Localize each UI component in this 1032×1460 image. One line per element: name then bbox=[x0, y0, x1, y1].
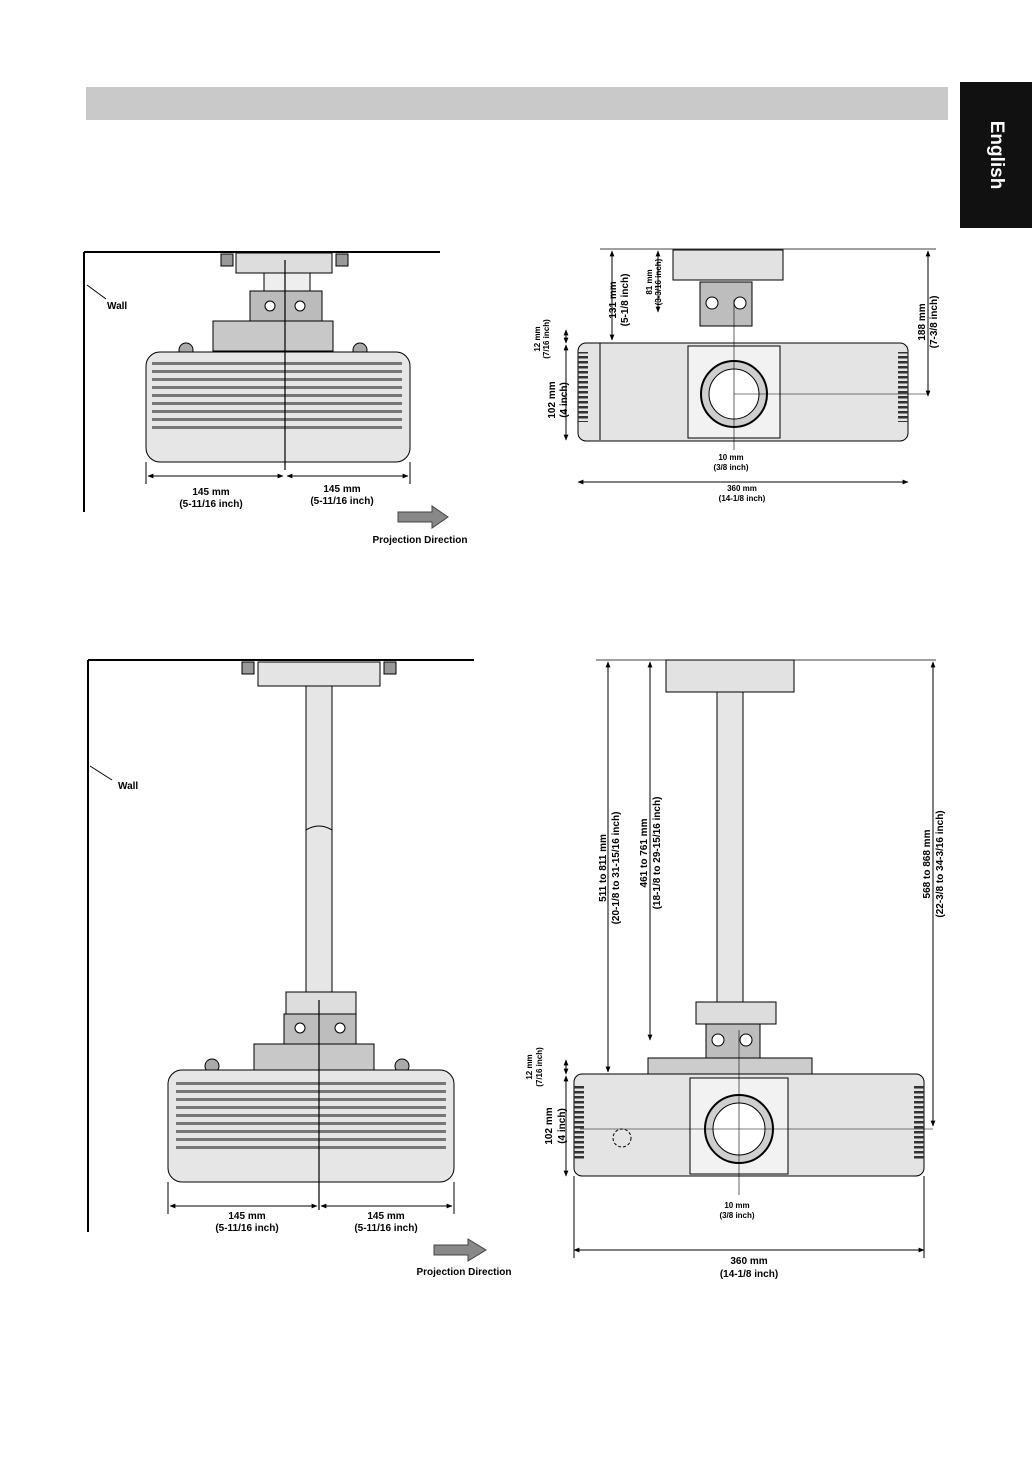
vent-grille bbox=[176, 1080, 446, 1152]
ceiling-plate bbox=[235, 252, 333, 274]
d461-mm: 461 to 761 mm bbox=[639, 818, 650, 887]
d131-mm: 131 mm bbox=[608, 281, 619, 318]
bracket-body bbox=[249, 290, 323, 322]
extension-pole bbox=[716, 691, 744, 1003]
d102-mm: 102 mm bbox=[547, 381, 558, 418]
d360-mm: 360 mm bbox=[730, 1256, 767, 1267]
dim-right-mm: 145 mm bbox=[367, 1211, 404, 1222]
mount-plate bbox=[647, 1057, 813, 1075]
d360-inch: (14-1/8 inch) bbox=[719, 494, 766, 503]
bolt-icon bbox=[335, 253, 349, 267]
d10-mm: 10 mm bbox=[718, 453, 743, 462]
projection-direction-label: Projection Direction bbox=[372, 535, 467, 546]
ceiling-plate bbox=[672, 249, 784, 281]
bracket-head bbox=[263, 272, 311, 292]
dim-left-mm: 145 mm bbox=[228, 1211, 265, 1222]
dim-right-inch: (5-11/16 inch) bbox=[354, 1223, 417, 1234]
bolt-icon bbox=[220, 253, 234, 267]
front-view-short-mount: 131 mm (5-1/8 inch) 81 mm (3-3/16 inch) … bbox=[533, 248, 940, 503]
mount-plate bbox=[212, 320, 334, 352]
d360-inch: (14-1/8 inch) bbox=[720, 1269, 778, 1280]
d188-mm: 188 mm bbox=[917, 303, 928, 340]
bolt-icon bbox=[383, 661, 397, 675]
d102-mm: 102 mm bbox=[544, 1107, 555, 1144]
d511-mm: 511 to 811 mm bbox=[598, 834, 609, 902]
projection-direction-label: Projection Direction bbox=[416, 1267, 511, 1278]
pole-clamp bbox=[285, 991, 357, 1015]
d10-mm: 10 mm bbox=[724, 1201, 749, 1210]
d12-inch: (7/16 inch) bbox=[542, 319, 551, 359]
d461-inch: (18-1/8 to 29-15/16 inch) bbox=[652, 797, 663, 910]
projection-arrow-icon bbox=[433, 1238, 487, 1262]
d12-inch: (7/16 inch) bbox=[535, 1047, 544, 1087]
d568-mm: 568 to 868 mm bbox=[922, 829, 933, 898]
d12-mm: 12 mm bbox=[525, 1054, 534, 1079]
dim-left-inch: (5-11/16 inch) bbox=[215, 1223, 278, 1234]
dim-left-inch: (5-11/16 inch) bbox=[179, 499, 242, 510]
pole-clamp bbox=[695, 1001, 777, 1025]
ceiling-plate bbox=[257, 661, 381, 687]
front-view-extended-mount: 511 to 811 mm (20-1/8 to 31-15/16 inch) … bbox=[525, 659, 946, 1280]
d81-inch: (3-3/16 inch) bbox=[654, 258, 663, 305]
side-ribs bbox=[914, 1084, 924, 1160]
d360-mm: 360 mm bbox=[727, 484, 757, 493]
language-tab: English bbox=[960, 82, 1032, 228]
d10-inch: (3/8 inch) bbox=[719, 1211, 754, 1220]
wall-label: Wall bbox=[107, 301, 127, 312]
side-view-extended-mount: Wall 145 mm (5-11/16 inch) 145 mm (5-11/… bbox=[87, 659, 512, 1278]
wall-label: Wall bbox=[118, 781, 138, 792]
side-ribs bbox=[574, 1084, 584, 1160]
dim-right-inch: (5-11/16 inch) bbox=[310, 496, 373, 507]
projection-arrow-icon bbox=[397, 505, 449, 529]
bolt-icon bbox=[241, 661, 255, 675]
d568-inch: (22-3/8 to 34-3/16 inch) bbox=[935, 810, 946, 917]
d511-inch: (20-1/8 to 31-15/16 inch) bbox=[611, 812, 622, 925]
d81-mm: 81 mm bbox=[645, 269, 654, 294]
dim-right-mm: 145 mm bbox=[323, 484, 360, 495]
ceiling-plate bbox=[665, 659, 795, 693]
d188-inch: (7-3/8 inch) bbox=[929, 296, 940, 349]
extension-pole bbox=[305, 685, 333, 993]
dim-left-mm: 145 mm bbox=[192, 487, 229, 498]
d131-inch: (5-1/8 inch) bbox=[620, 274, 631, 327]
d102-inch: (4 inch) bbox=[559, 382, 570, 418]
section-header-bar bbox=[86, 87, 948, 120]
d102-inch: (4 inch) bbox=[557, 1108, 568, 1144]
vent-grille bbox=[152, 362, 402, 432]
mount-plate bbox=[253, 1043, 375, 1071]
side-ribs bbox=[898, 352, 908, 422]
d10-inch: (3/8 inch) bbox=[713, 463, 748, 472]
d12-mm: 12 mm bbox=[533, 326, 542, 351]
side-view-short-mount: Wall 145 mm (5-11/16 inch) 145 mm (5-11/… bbox=[83, 251, 468, 546]
side-ribs bbox=[578, 352, 588, 422]
